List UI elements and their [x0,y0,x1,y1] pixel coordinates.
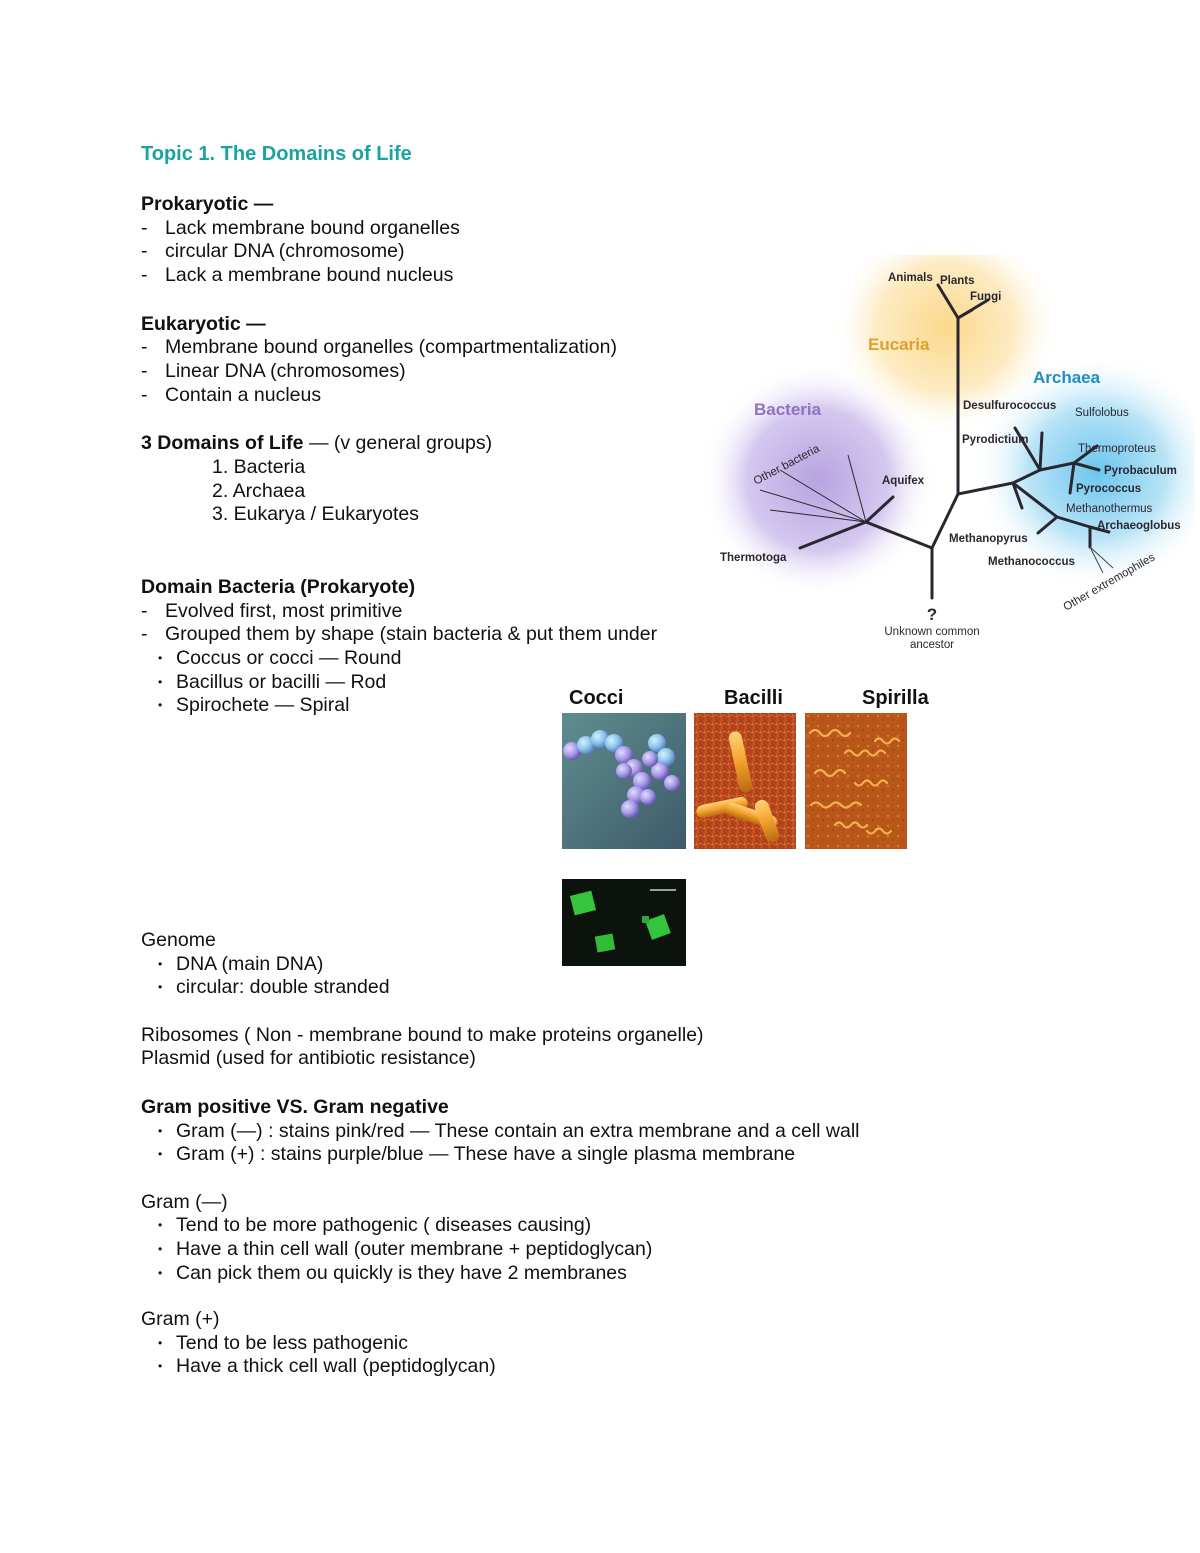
phylogenetic-tree: Bacteria Eucaria Archaea Animals Plants … [700,255,1195,650]
gram-negative-heading: Gram (—) [141,1191,228,1213]
square-bacteria-micrograph [562,879,686,966]
archaea-domain-label: Archaea [1033,368,1101,387]
list-item: -Lack a membrane bound nucleus [141,264,454,286]
list-item: 3. Eukarya / Eukaryotes [212,503,420,525]
taxon-label: Methanopyrus [949,533,1028,545]
taxon-label: Thermotoga [720,552,787,564]
list-item: •Gram (—) : stains pink/red — These cont… [158,1120,860,1142]
plasmid-text: Plasmid (used for antibiotic resistance) [141,1047,476,1069]
list-item: -Evolved first, most primitive [141,600,403,622]
list-item: •circular: double stranded [158,976,390,998]
bacilli-micrograph [694,713,796,849]
genome-heading: Genome [141,929,216,951]
list-item: •Bacillus or bacilli — Rod [158,671,387,693]
list-item: -Contain a nucleus [141,384,322,406]
taxon-label: Sulfolobus [1075,407,1129,419]
bacteria-heading: Domain Bacteria (Prokaryote) [141,576,416,598]
root-label: Unknown common [884,626,979,638]
domains-heading: 3 Domains of Life — (v general groups) [141,432,493,454]
list-item: •Tend to be less pathogenic [158,1332,409,1354]
root-question-mark: ? [927,605,937,624]
taxon-label: Methanothermus [1066,503,1153,515]
taxon-label: Plants [940,275,975,287]
list-item: •Can pick them ou quickly is they have 2… [158,1262,627,1284]
list-item: -Lack membrane bound organelles [141,217,460,239]
spirilla-micrograph [805,713,907,849]
taxon-label: Desulfurococcus [963,400,1056,412]
list-item: -circular DNA (chromosome) [141,240,405,262]
list-item: •Gram (+) : stains purple/blue — These h… [158,1143,796,1165]
taxon-label: Fungi [970,291,1001,303]
archaea-halo [960,352,1195,592]
eucaria-domain-label: Eucaria [868,335,930,354]
taxon-label: Pyrodictium [962,434,1028,446]
list-item: •Have a thin cell wall (outer membrane +… [158,1238,653,1260]
gram-compare-heading: Gram positive VS. Gram negative [141,1096,449,1118]
ribosomes-text: Ribosomes ( Non - membrane bound to make… [141,1024,704,1046]
bacteria-domain-label: Bacteria [754,400,822,419]
taxon-label: Thermoproteus [1078,443,1156,455]
list-item: -Membrane bound organelles (compartmenta… [141,336,617,358]
list-item: -Linear DNA (chromosomes) [141,360,406,382]
cocci-micrograph [562,713,686,849]
taxon-label: Aquifex [882,475,925,487]
photo-label-cocci: Cocci [569,687,624,709]
list-item: 1. Bacteria [212,456,306,478]
photo-label-bacilli: Bacilli [724,687,783,709]
root-label: ancestor [910,639,954,650]
photo-label-spirilla: Spirilla [862,687,929,709]
gram-positive-heading: Gram (+) [141,1308,220,1330]
list-item: •DNA (main DNA) [158,953,324,975]
prokaryotic-heading: Prokaryotic — [141,193,274,215]
eukaryotic-heading: Eukaryotic — [141,313,266,335]
list-item: •Coccus or cocci — Round [158,647,402,669]
tree-branches [798,283,1111,600]
other-bacteria-lines [759,454,867,523]
list-item: 2. Archaea [212,480,306,502]
taxon-label: Pyrococcus [1076,483,1141,495]
list-item: •Tend to be more pathogenic ( diseases c… [158,1214,592,1236]
taxon-label: Archaeoglobus [1097,520,1181,532]
page-title: Topic 1. The Domains of Life [141,143,412,165]
taxon-label: Pyrobaculum [1104,465,1177,477]
list-item: •Have a thick cell wall (peptidoglycan) [158,1355,496,1377]
taxon-label: Methanococcus [988,556,1075,568]
list-item: -Grouped them by shape (stain bacteria &… [141,623,658,645]
list-item: •Spirochete — Spiral [158,694,350,716]
other-extremophiles-lines [1089,546,1114,574]
taxon-label: Animals [888,272,933,284]
